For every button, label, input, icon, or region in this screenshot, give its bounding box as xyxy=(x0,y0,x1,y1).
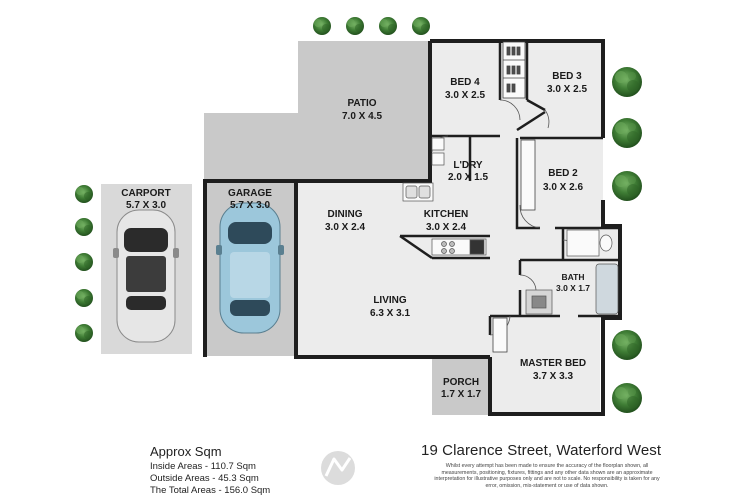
living-size: 6.3 X 3.1 xyxy=(370,308,410,319)
total-areas: The Total Areas - 156.0 Sqm xyxy=(150,485,271,496)
master-bed-size: 3.7 X 3.3 xyxy=(533,371,573,382)
patio-slab-lower xyxy=(204,113,430,181)
wardrobes xyxy=(492,41,536,353)
dining-label: DINING xyxy=(328,209,363,220)
kitchen-size: 3.0 X 2.4 xyxy=(426,222,466,233)
house-floor xyxy=(296,41,620,414)
bed2-label: BED 2 xyxy=(548,168,578,179)
dining-size: 3.0 X 2.4 xyxy=(325,222,365,233)
compass-logo-icon xyxy=(321,451,355,485)
bath-size: 3.0 X 1.7 xyxy=(556,283,590,293)
bath-label: BATH xyxy=(562,272,585,282)
patio-size: 7.0 X 4.5 xyxy=(342,111,382,122)
bed3-size: 3.0 X 2.5 xyxy=(547,84,587,95)
carport-size: 5.7 X 3.0 xyxy=(126,200,166,211)
exterior-walls xyxy=(203,39,622,416)
patio-slab xyxy=(298,41,430,121)
garage-label: GARAGE xyxy=(228,188,272,199)
property-address: 19 Clarence Street, Waterford West xyxy=(421,442,662,459)
kitchen-fixtures xyxy=(402,182,487,256)
areas-title: Approx Sqm xyxy=(150,444,222,459)
laundry-label: L'DRY xyxy=(453,160,483,171)
car-garage-icon xyxy=(216,202,284,334)
bath-fixtures xyxy=(525,229,619,315)
outside-areas: Outside Areas - 45.3 Sqm xyxy=(150,473,259,484)
porch-slab xyxy=(432,355,489,415)
porch-label: PORCH xyxy=(443,377,479,388)
disclaimer: Whilst every attempt has been made to en… xyxy=(434,463,660,489)
inside-areas: Inside Areas - 110.7 Sqm xyxy=(150,461,256,472)
master-bed-label: MASTER BED xyxy=(520,358,586,369)
garage-size: 5.7 X 3.0 xyxy=(230,200,270,211)
bed3-label: BED 3 xyxy=(552,71,582,82)
bed2-size: 3.0 X 2.6 xyxy=(543,182,583,193)
porch-size: 1.7 X 1.7 xyxy=(441,389,481,400)
car-carport-icon xyxy=(113,209,179,343)
patio-label: PATIO xyxy=(347,98,376,109)
kitchen-label: KITCHEN xyxy=(424,209,468,220)
room-labels: BED 4 3.0 X 2.5 BED 3 3.0 X 2.5 PATIO 7.… xyxy=(121,71,590,400)
bed4-label: BED 4 xyxy=(450,77,480,88)
interior-walls xyxy=(399,41,620,335)
carport-label: CARPORT xyxy=(121,188,170,199)
laundry-fixtures xyxy=(431,137,445,166)
bed4-size: 3.0 X 2.5 xyxy=(445,90,485,101)
living-label: LIVING xyxy=(373,295,407,306)
laundry-size: 2.0 X 1.5 xyxy=(448,172,488,183)
